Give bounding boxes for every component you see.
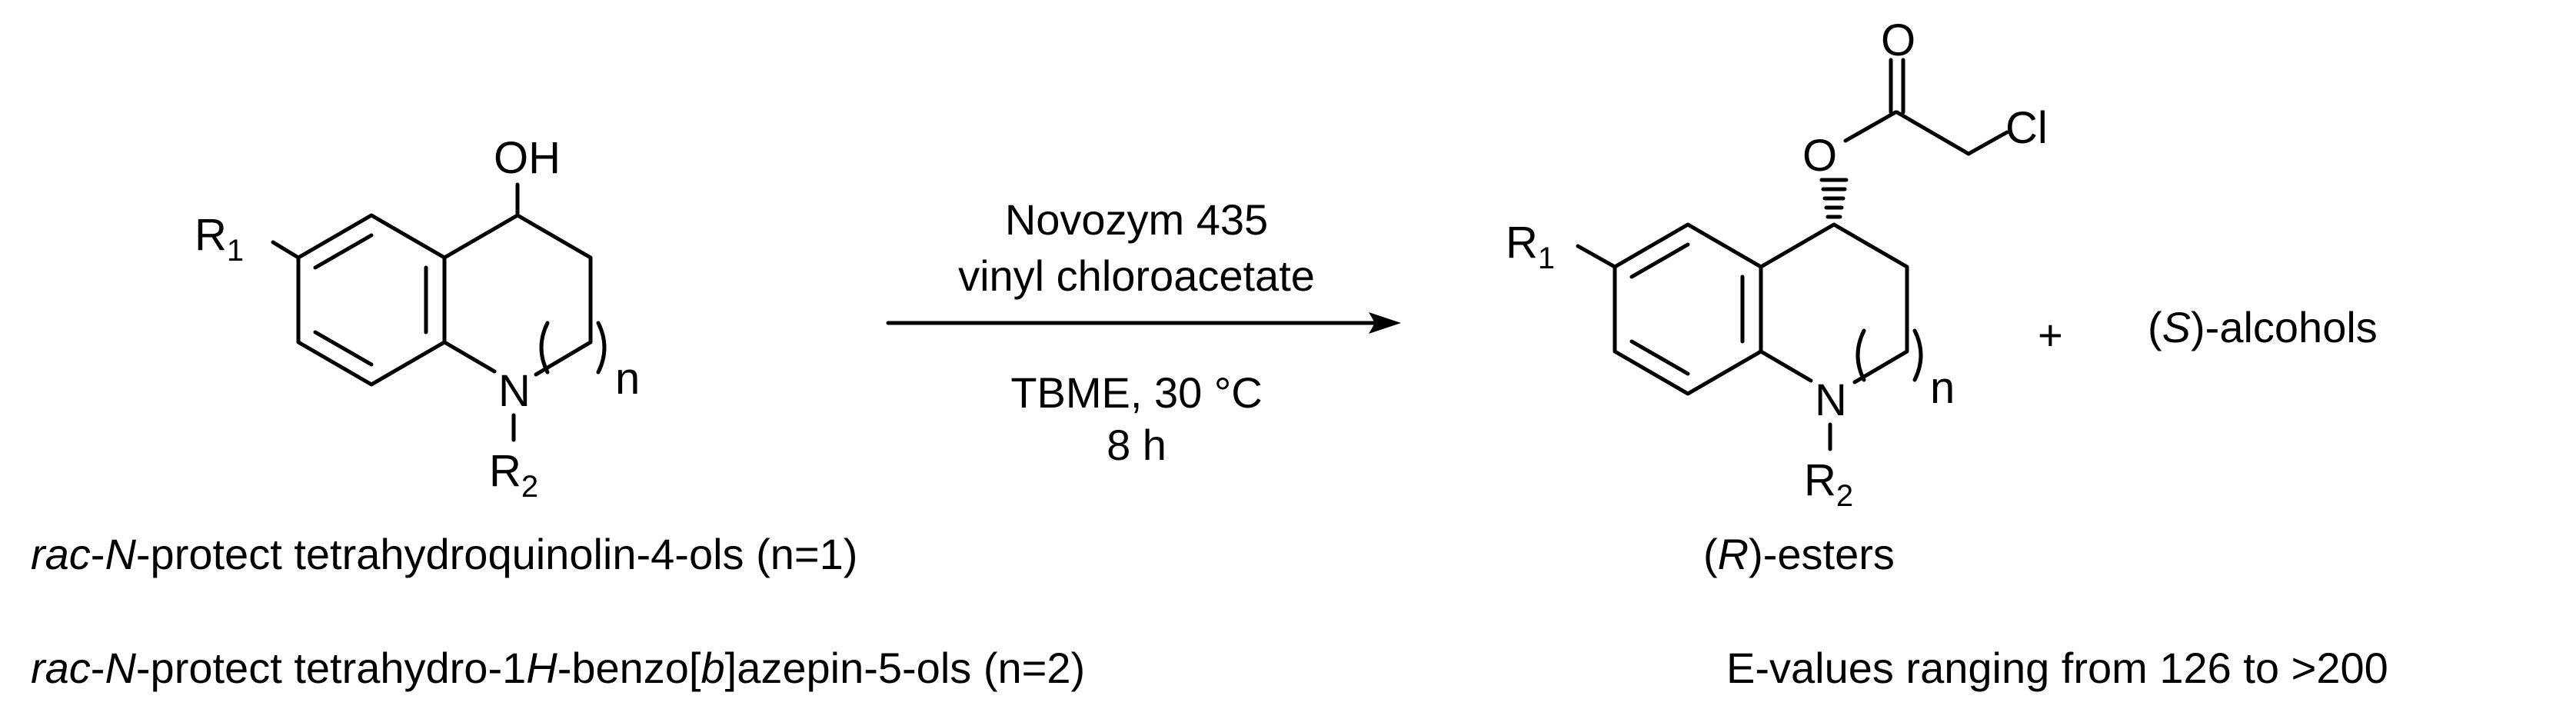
reactant-aromatic-bond <box>313 330 374 367</box>
reactant-r1-bond <box>271 240 301 260</box>
product-ring-bracket-left <box>1855 328 1866 382</box>
product-stereo-hashed-bond <box>1819 178 1849 219</box>
reactant-caption-n2: rac-N-protect tetrahydro-1H-benzo[b]azep… <box>31 644 1085 692</box>
product-ester-o-label: O <box>1802 131 1837 181</box>
product-r1-bond <box>1576 244 1617 269</box>
coproduct-label: (S)-alcohols <box>2148 303 2378 351</box>
product-n-bond <box>1759 349 1813 383</box>
condition-solvent-temp: TBME, 30 °C <box>1010 368 1262 417</box>
reactant-ring-n-label: n <box>615 354 640 404</box>
plus-sign: + <box>2038 311 2063 359</box>
reactant-n-label: N <box>498 366 531 416</box>
reactant-structure: OH R1 N n R2 <box>195 133 640 504</box>
product-aromatic-bond <box>1629 339 1690 376</box>
reactant-ring-bracket-right <box>596 321 607 374</box>
product-o-carbonyl-bond <box>1843 110 1898 143</box>
condition-acyl-donor: vinyl chloroacetate <box>958 251 1315 300</box>
reaction-arrow-group: Novozym 435 vinyl chloroacetate TBME, 30… <box>886 195 1401 469</box>
product-r1-label: R1 <box>1506 218 1555 275</box>
product-caption: (R)-esters <box>1703 530 1895 578</box>
product-n-label: N <box>1815 375 1847 425</box>
e-values-note: E-values ranging from 126 to >200 <box>1726 644 2388 692</box>
product-carbonyl-o-label: O <box>1881 15 1915 65</box>
reactant-saturated-ring <box>442 213 593 377</box>
product-saturated-ring <box>1759 222 1909 384</box>
reactant-caption-n1: rac-N-protect tetrahydroquinolin-4-ols (… <box>31 530 857 578</box>
reactant-r1-label: R1 <box>195 210 244 268</box>
reactant-benzene-ring <box>296 213 447 387</box>
product-aromatic-bond <box>1629 242 1690 279</box>
product-cl-label: Cl <box>2005 103 2048 153</box>
product-benzene-ring <box>1612 222 1763 396</box>
reactant-aromatic-bond <box>313 233 374 270</box>
product-ring-n-label: n <box>1930 363 1955 413</box>
product-ring-bracket-right <box>1912 328 1923 382</box>
product-structure: O O Cl R1 N n R2 <box>1506 15 2048 513</box>
condition-time: 8 h <box>1107 421 1167 469</box>
product-ch2-bond <box>1895 110 1971 156</box>
reactant-oh-label: OH <box>494 133 561 183</box>
reactant-n-bond <box>442 340 497 374</box>
condition-catalyst: Novozym 435 <box>1005 195 1268 244</box>
product-cl-bond <box>1966 130 2009 156</box>
reaction-arrowhead <box>1369 312 1401 334</box>
product-r2-label: R2 <box>1804 455 1853 513</box>
reactant-r2-label: R2 <box>489 446 538 504</box>
reactant-ring-bracket-left <box>539 321 550 374</box>
